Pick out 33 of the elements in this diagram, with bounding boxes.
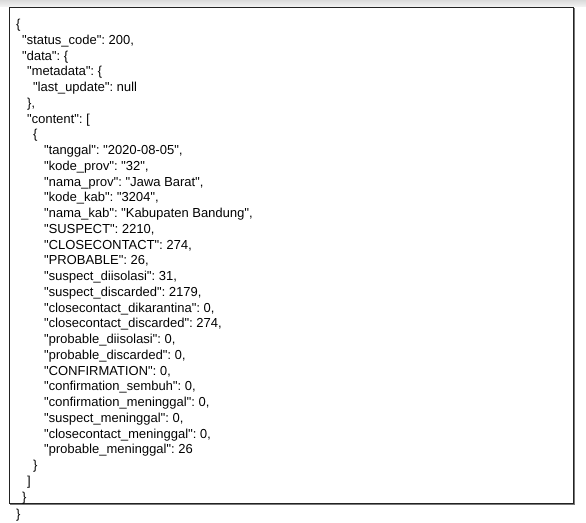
code-line: "confirmation_sembuh": 0, [44,378,196,394]
code-line: "closecontact_meninggal": 0, [44,426,211,440]
code-line: } [22,488,26,504]
code-line: "content": [ [27,110,90,126]
code-line: "confirmation_meninggal": 0, [44,394,210,409]
code-line: "suspect_diisolasi": 31, [44,268,177,283]
code-line: "data": { [22,48,68,62]
code-line: "metadata": { [27,63,102,78]
code-line: "PROBABLE": 26, [44,252,149,268]
code-line: "nama_prov": "Jawa Barat", [44,174,204,188]
code-line: "kode_prov": "32", [44,158,148,173]
code-line: } [33,457,38,472]
code-line: "status_code": 200, [22,32,134,47]
code-line: { [16,16,20,31]
code-line: "suspect_meninggal": 0, [44,410,184,425]
code-line: { [33,126,38,142]
code-line: ] [27,472,31,488]
code-line: "probable_meninggal": 26 [44,441,193,456]
code-line: "suspect_discarded": 2179, [44,284,202,299]
code-line: "kode_kab": "3204", [44,189,159,204]
code-line: "probable_discarded": 0, [44,346,186,362]
code-panel [9,7,574,504]
code-line: "closecontact_discarded": 274, [44,315,222,330]
code-line: "closecontact_dikarantina": 0, [44,300,214,314]
code-line: } [16,506,20,521]
code-line: "last_update": null [33,79,137,94]
code-line: }, [27,94,35,110]
code-line: "CLOSECONTACT": 274, [44,236,192,252]
code-line: "tanggal": "2020-08-05", [44,142,182,157]
code-line: "SUSPECT": 2210, [44,220,154,236]
code-line: "CONFIRMATION": 0, [44,362,171,378]
code-line: "probable_diisolasi": 0, [44,331,176,346]
code-line: "nama_kab": "Kabupaten Bandung", [44,205,253,220]
